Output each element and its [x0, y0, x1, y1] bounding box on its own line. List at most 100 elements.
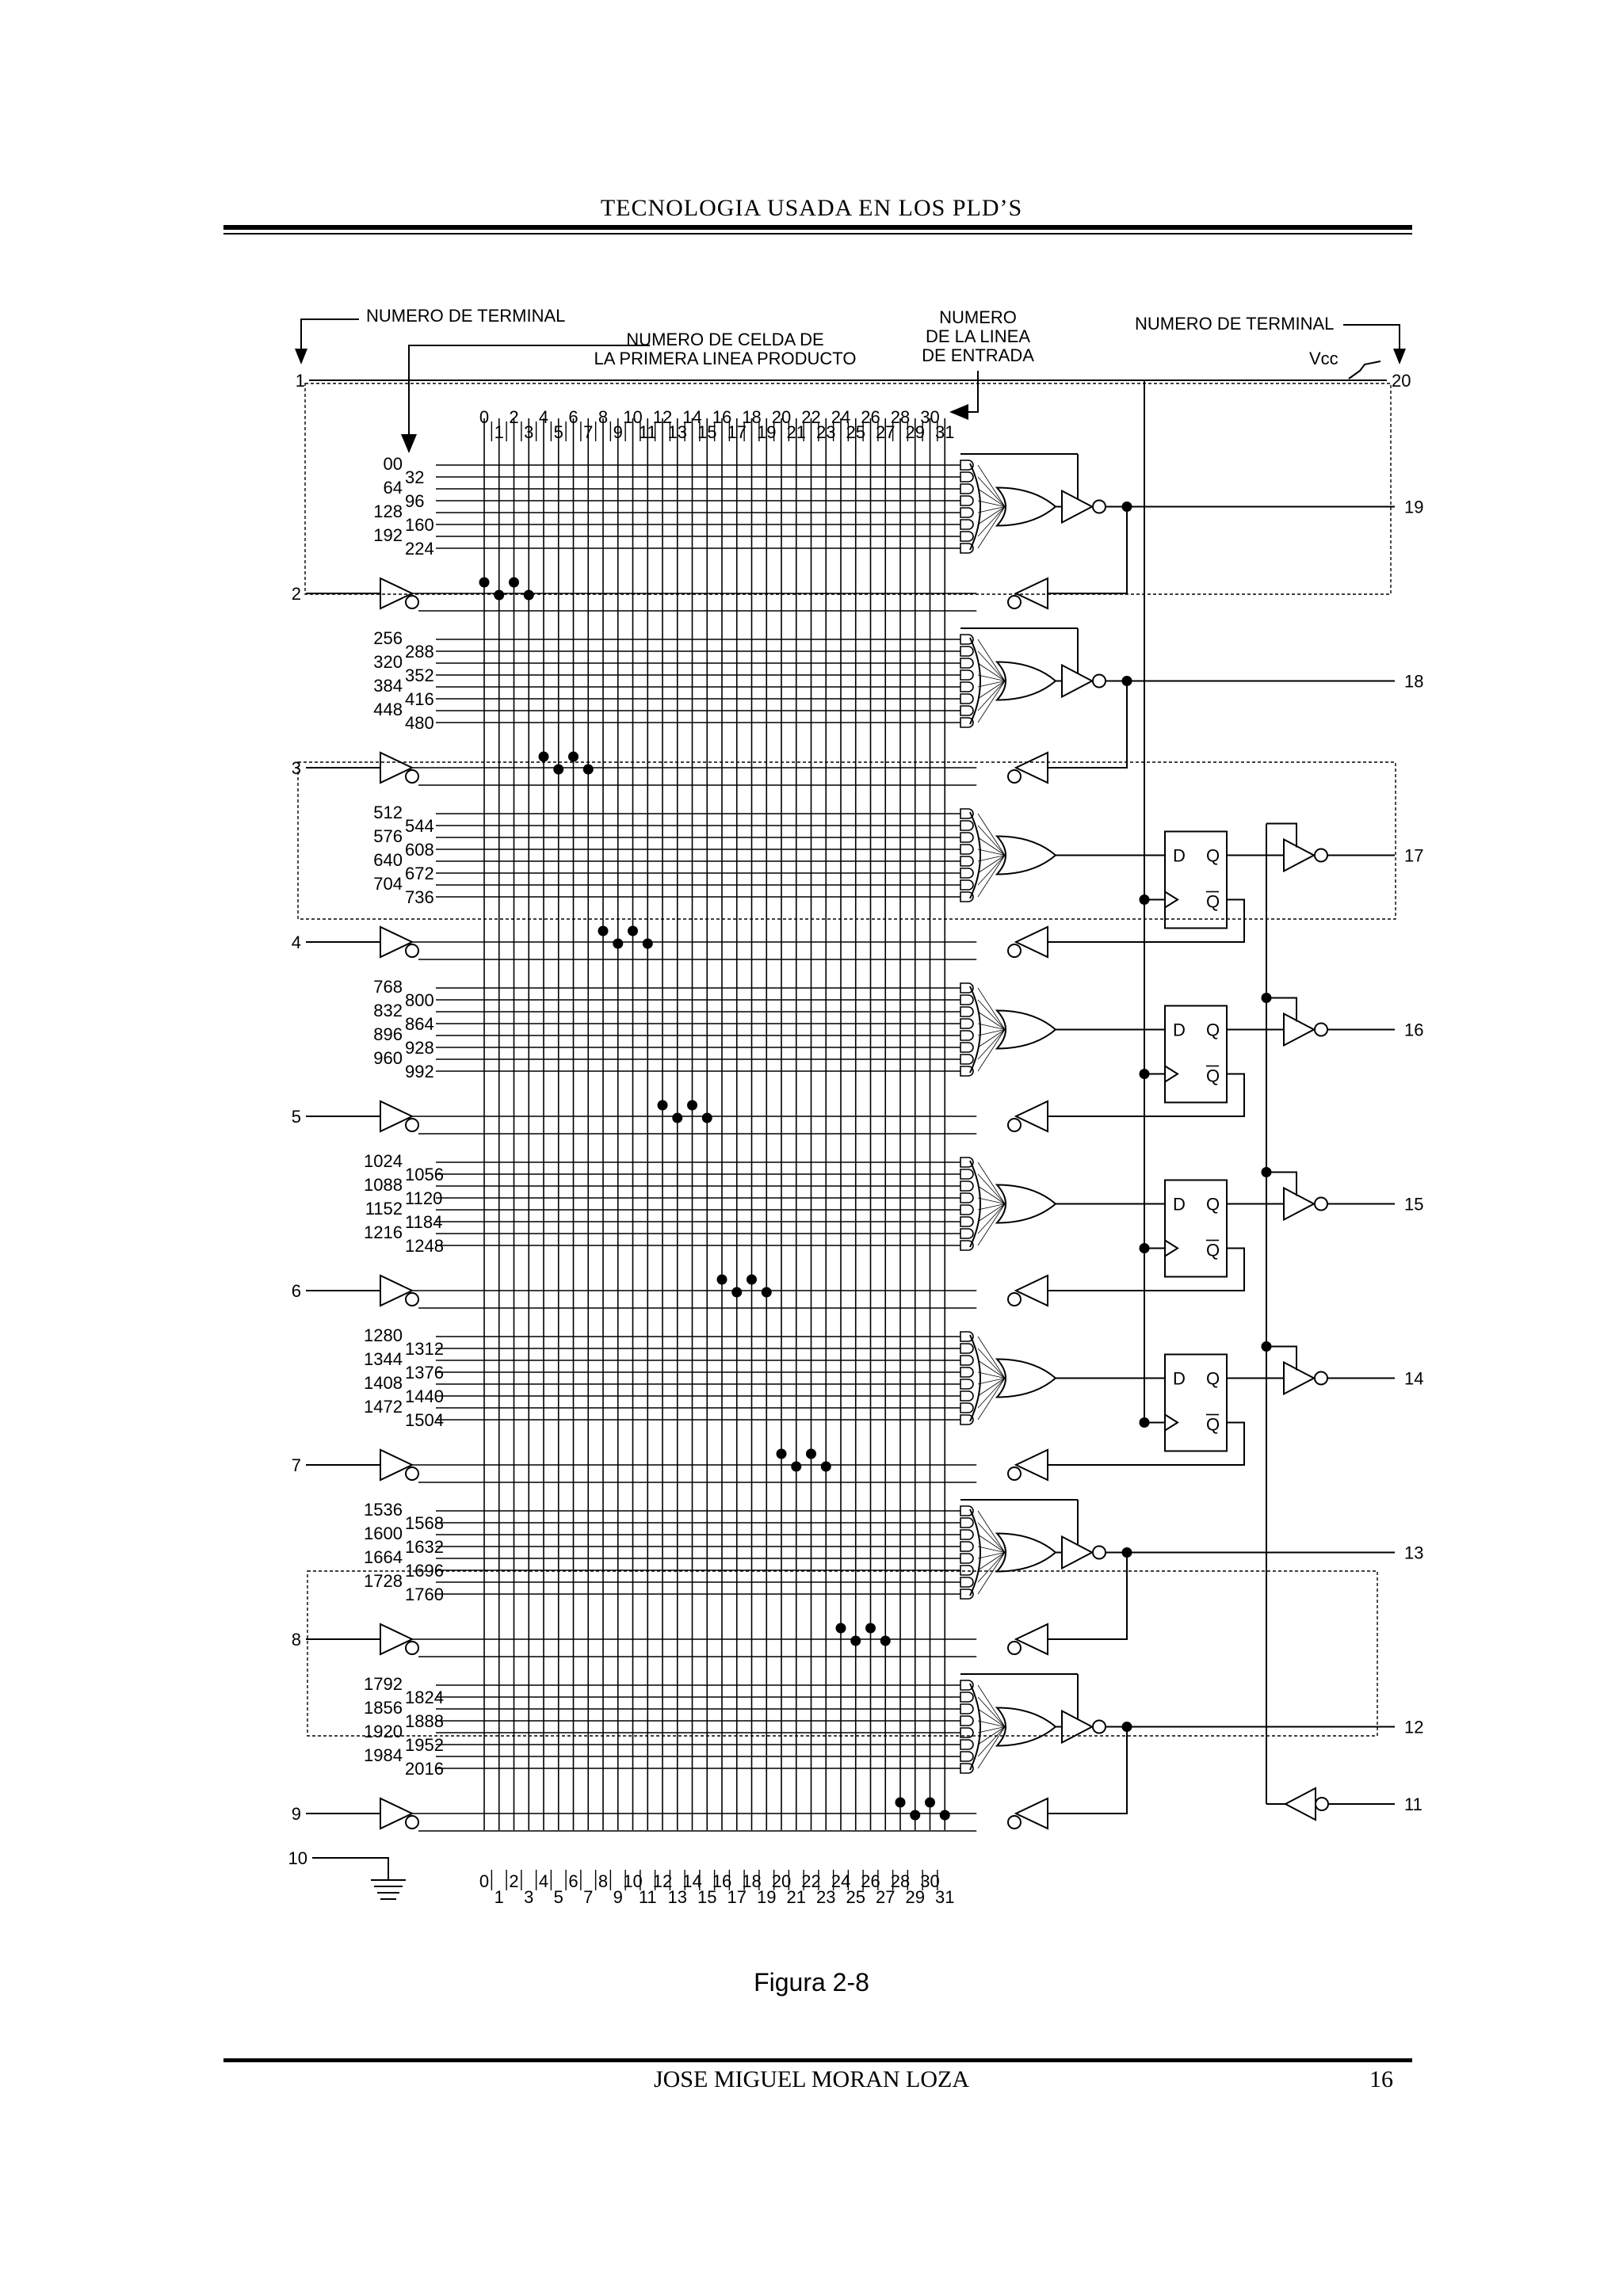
or-gate-input-curve	[969, 637, 981, 725]
flipflop-d-label: D	[1173, 846, 1186, 866]
dashed-outline	[307, 1570, 1378, 1737]
column-number-odd: 9	[613, 1887, 623, 1907]
output-enable-line	[1266, 1345, 1297, 1371]
pin-label: 15	[1404, 1195, 1423, 1215]
output-inverter-bubble	[1314, 1196, 1328, 1211]
cell-number-left: 1856	[364, 1698, 403, 1718]
dashed-outline	[304, 383, 1392, 595]
cell-number-right: 928	[405, 1038, 434, 1058]
oe-node-dot	[1261, 993, 1272, 1003]
or-gate-input	[977, 1360, 1006, 1379]
and-gate-stub	[960, 1228, 974, 1239]
cell-number-right: 1504	[405, 1410, 444, 1430]
and-gate-stub	[960, 982, 974, 994]
pin-label: 8	[292, 1630, 301, 1650]
column-number-odd: 21	[787, 1887, 806, 1907]
connection-dot	[479, 577, 490, 588]
feedback-buffer-bubble	[1007, 1292, 1022, 1306]
and-gate-stub	[960, 1727, 974, 1738]
pin-label: 3	[292, 758, 301, 778]
or-gate-input	[977, 1011, 1006, 1030]
or-gate-input	[977, 855, 1006, 886]
cell-number-right: 32	[405, 467, 424, 487]
or-gate-input	[977, 987, 1006, 1030]
and-gate-stub	[960, 1192, 974, 1203]
and-gate-stub	[960, 1529, 974, 1540]
and-gate-stub	[960, 1517, 974, 1528]
output-enable-line	[1266, 997, 1297, 1022]
or-gate-input	[977, 855, 1006, 874]
column-number-even: 8	[598, 407, 608, 427]
oe-buffer-bubble	[1315, 1797, 1329, 1811]
d-flipflop	[1164, 1005, 1228, 1104]
column-number-even: 30	[920, 1871, 939, 1891]
or-gate	[995, 1358, 1057, 1398]
pin-label: 14	[1404, 1369, 1423, 1389]
column-number-even: 6	[568, 1871, 578, 1891]
cell-number-left: 1600	[364, 1524, 403, 1543]
flipflop-clock-mark	[1164, 1065, 1179, 1083]
or-gate-input	[977, 1552, 1006, 1571]
wire-layer: 0246810121416182022242628301357911131517…	[288, 318, 1423, 1907]
and-gate-stub	[960, 483, 974, 494]
connection-dot	[791, 1461, 802, 1472]
column-number-even: 2	[509, 1871, 518, 1891]
cell-number-right: 96	[405, 491, 424, 511]
cell-number-left: 1728	[364, 1571, 403, 1591]
or-gate-input	[977, 1197, 1006, 1204]
and-gate-stub	[960, 507, 974, 518]
and-gate-stub	[960, 543, 974, 554]
or-gate-input	[977, 1534, 1006, 1553]
and-gate-stub	[960, 1180, 974, 1192]
and-gate-stub	[960, 808, 974, 819]
cell-number-right: 2016	[405, 1759, 444, 1779]
feedback-buffer-bubble	[1007, 595, 1022, 609]
feedback-buffer-bubble	[1007, 1641, 1022, 1655]
connection-dot	[895, 1797, 906, 1808]
or-gate-input	[977, 681, 1006, 711]
or-gate-input	[977, 506, 1006, 549]
flipflop-q-label: Q	[1206, 1195, 1220, 1215]
and-gate-stub	[960, 1402, 974, 1413]
column-number-even: 8	[598, 1871, 608, 1891]
connection-dot	[494, 589, 505, 601]
column-number-even: 14	[682, 1871, 701, 1891]
cell-number-right: 1952	[405, 1735, 444, 1755]
column-number-even: 24	[831, 1871, 850, 1891]
cell-number-left: 576	[373, 826, 403, 846]
and-gate-stub	[960, 1355, 974, 1366]
or-gate-input	[977, 1029, 1006, 1036]
or-gate-input	[977, 1161, 1006, 1204]
and-gate-stub	[960, 1691, 974, 1703]
connection-dot	[582, 764, 594, 775]
column-number-odd: 3	[524, 1887, 533, 1907]
or-gate-input	[977, 1726, 1006, 1769]
pin-label: 7	[292, 1455, 301, 1475]
pin-label: 16	[1404, 1020, 1423, 1040]
or-gate-input-curve	[969, 463, 981, 551]
header-rule-thick	[223, 225, 1412, 230]
callout-input-arrowhead	[949, 404, 968, 420]
and-gate-stub	[960, 1169, 974, 1180]
column-number-even: 22	[801, 1871, 820, 1891]
or-gate-input	[977, 1696, 1006, 1727]
pin-label: 11	[1404, 1794, 1423, 1814]
and-gate-stub	[960, 856, 974, 867]
connection-dot	[628, 925, 638, 936]
column-number-even: 26	[861, 1871, 880, 1891]
and-gate-stub	[960, 1018, 974, 1029]
callout-terminal-left-arrow	[300, 318, 359, 360]
and-gate-stub	[960, 879, 974, 891]
and-gate-stub	[960, 1157, 974, 1168]
cell-number-left: 1536	[364, 1500, 403, 1520]
feedback-wire	[1048, 1073, 1245, 1117]
input-buffer-triangle	[380, 1797, 414, 1830]
cell-number-left: 704	[373, 874, 403, 894]
column-number-odd: 15	[697, 1887, 716, 1907]
or-gate-input	[977, 1371, 1006, 1379]
and-gate-stub	[960, 634, 974, 645]
cell-number-right: 1184	[405, 1212, 442, 1232]
or-gate-input	[977, 506, 1006, 537]
and-gate-stub	[960, 1379, 974, 1390]
connection-dot	[642, 938, 653, 949]
